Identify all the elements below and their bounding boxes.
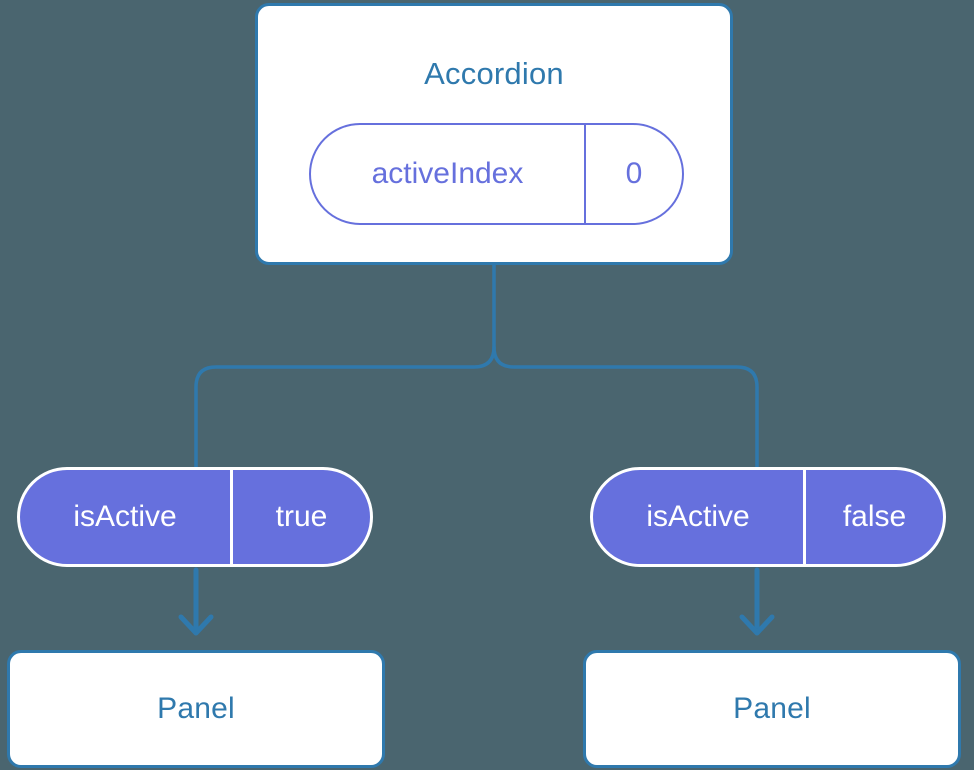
arrow-right	[739, 567, 775, 636]
prop-pill-value: true	[275, 500, 328, 533]
panel-title: Panel	[733, 692, 811, 725]
tree-branch-path-right	[492, 345, 759, 469]
state-pill-key: activeIndex	[311, 125, 586, 223]
state-pill-value: 0	[625, 157, 643, 190]
arrow-left	[178, 567, 214, 636]
accordion-title: Accordion	[424, 56, 564, 91]
prop-pill-is-active-true[interactable]: isActive true	[17, 467, 373, 567]
panel-component-box-right[interactable]: Panel	[583, 650, 961, 768]
panel-component-box-left[interactable]: Panel	[7, 650, 385, 768]
prop-pill-key: isActive	[20, 470, 233, 564]
accordion-component-box[interactable]: Accordion activeIndex 0	[255, 3, 733, 265]
prop-pill-value: false	[842, 500, 907, 533]
state-pill-active-index[interactable]: activeIndex 0	[309, 123, 684, 225]
prop-pill-is-active-false[interactable]: isActive false	[590, 467, 946, 567]
prop-pill-key: isActive	[593, 470, 806, 564]
tree-branch-path	[194, 262, 496, 469]
panel-title: Panel	[157, 692, 235, 725]
